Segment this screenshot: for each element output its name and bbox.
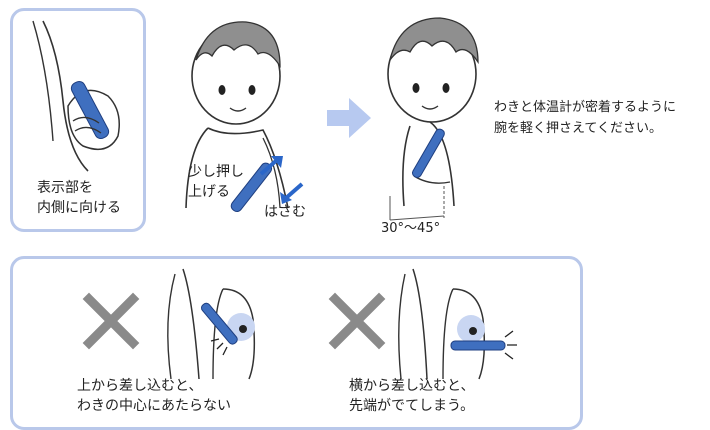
instruction-line2: 腕を軽く押さえてください。 <box>494 121 662 136</box>
wrong-from-above-line1: 上から差し込むと、 <box>77 378 203 394</box>
step1-caption-line2: 内側に向ける <box>37 200 121 216</box>
boy-holding-arm-illustration <box>387 17 479 221</box>
wrong-methods-panel: 上から差し込むと、 わきの中心にあたらない 横から差し込むと、 先端がでてしまう… <box>10 256 583 430</box>
boy-inserting-thermometer-illustration <box>185 21 289 213</box>
wrong-from-side-illustration <box>398 268 517 380</box>
step1-panel: 表示部を 内側に向ける <box>10 8 146 232</box>
wrong-from-above-line2: わきの中心にあたらない <box>77 398 231 414</box>
wrong-x-icon <box>82 292 140 350</box>
blue-arrow-icon <box>280 182 304 204</box>
thermometer-icon <box>201 302 238 345</box>
wrong-from-side-line2: 先端がでてしまう。 <box>349 398 475 414</box>
step1-caption-line1: 表示部を <box>37 180 93 196</box>
angle-label: 30°〜45° <box>381 221 441 236</box>
thermometer-icon <box>70 80 110 140</box>
thermometer-icon <box>412 128 445 178</box>
push-up-label-line1: 少し押し <box>188 164 244 180</box>
blue-arrow-icon <box>259 156 283 176</box>
hand-holding-thermometer-illustration <box>32 20 120 172</box>
wrong-from-above-illustration <box>167 268 256 380</box>
push-up-label-line2: 上げる <box>188 184 230 200</box>
instruction-line1: わきと体温計が密着するように <box>494 100 677 115</box>
next-step-arrow-icon <box>327 98 371 138</box>
wrong-x-icon <box>328 292 386 350</box>
thermometer-icon <box>450 340 506 351</box>
wrong-from-side-line1: 横から差し込むと、 <box>349 378 475 394</box>
pinch-label: はさむ <box>264 204 306 220</box>
